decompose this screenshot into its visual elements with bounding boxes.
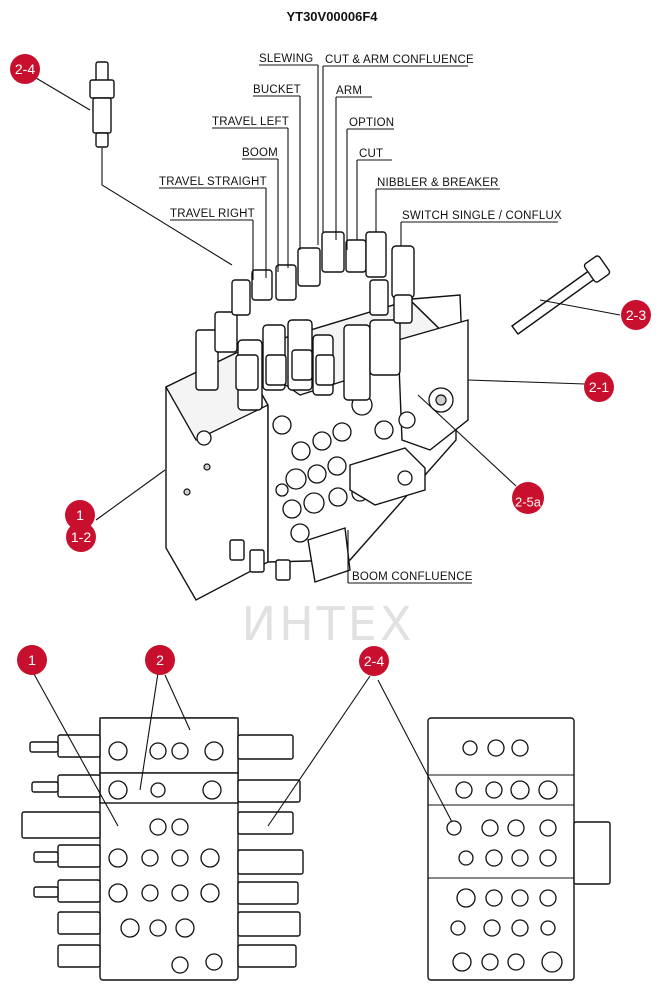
function-labels: SLEWING CUT & ARM CONFLUENCE BUCKET ARM …: [159, 53, 562, 583]
label-travel-straight: TRAVEL STRAIGHT: [159, 176, 267, 188]
diagram-title: YT30V00006F4: [286, 9, 378, 24]
label-travel-right: TRAVEL RIGHT: [170, 208, 255, 220]
side-view-ports: [446, 739, 563, 973]
top-view-ports: [108, 741, 224, 974]
callout-2-bottom: 2: [145, 645, 175, 675]
label-boom: BOOM: [242, 147, 278, 159]
label-boom-confluence: BOOM CONFLUENCE: [352, 571, 473, 583]
label-nibbler-breaker: NIBBLER & BREAKER: [377, 177, 499, 189]
svg-text:2-1: 2-1: [589, 379, 609, 395]
svg-text:2-4: 2-4: [15, 61, 35, 77]
long-bolt: [511, 255, 611, 335]
callout-2-4-bottom: 2-4: [359, 646, 389, 676]
label-switch-single-conflux: SWITCH SINGLE / CONFLUX: [402, 210, 562, 222]
svg-text:2-3: 2-3: [626, 307, 646, 323]
callout-2-5a: 2-5a: [512, 482, 544, 514]
svg-text:2-5a: 2-5a: [515, 495, 542, 510]
callout-2-4-top: 2-4: [10, 54, 40, 84]
bottom-leader-lines: [33, 672, 453, 827]
front-port-holes: [272, 394, 416, 543]
label-travel-left: TRAVEL LEFT: [212, 116, 289, 128]
callout-1-2: 1-2: [66, 522, 96, 552]
svg-text:2: 2: [156, 652, 164, 668]
valve-side-view: [427, 717, 611, 981]
label-slewing: SLEWING: [259, 53, 313, 65]
svg-text:1-2: 1-2: [71, 529, 91, 545]
callout-1-bottom: 1: [17, 645, 47, 675]
watermark-text: ИНТЕХ: [242, 597, 415, 651]
svg-text:2-4: 2-4: [364, 653, 384, 669]
label-cut: CUT: [359, 148, 383, 160]
valve-3d-view: [89, 61, 611, 601]
valve-spools: [195, 231, 415, 411]
label-cut-arm-confluence: CUT & ARM CONFLUENCE: [325, 54, 474, 66]
top-leader-lines: [35, 64, 621, 584]
callout-2-3: 2-3: [621, 300, 651, 330]
svg-text:1: 1: [28, 652, 36, 668]
valve-top-view: [21, 717, 304, 981]
label-option: OPTION: [349, 117, 394, 129]
svg-text:1: 1: [76, 507, 84, 523]
label-bucket: BUCKET: [253, 84, 301, 96]
fitting-2-4: [89, 61, 115, 148]
callout-badges: 2-4 2-3 2-1 2-5a 1 1-2 1 2: [10, 54, 651, 676]
callout-1-top: 1: [65, 500, 95, 530]
label-arm: ARM: [336, 85, 362, 97]
callout-2-1: 2-1: [584, 372, 614, 402]
